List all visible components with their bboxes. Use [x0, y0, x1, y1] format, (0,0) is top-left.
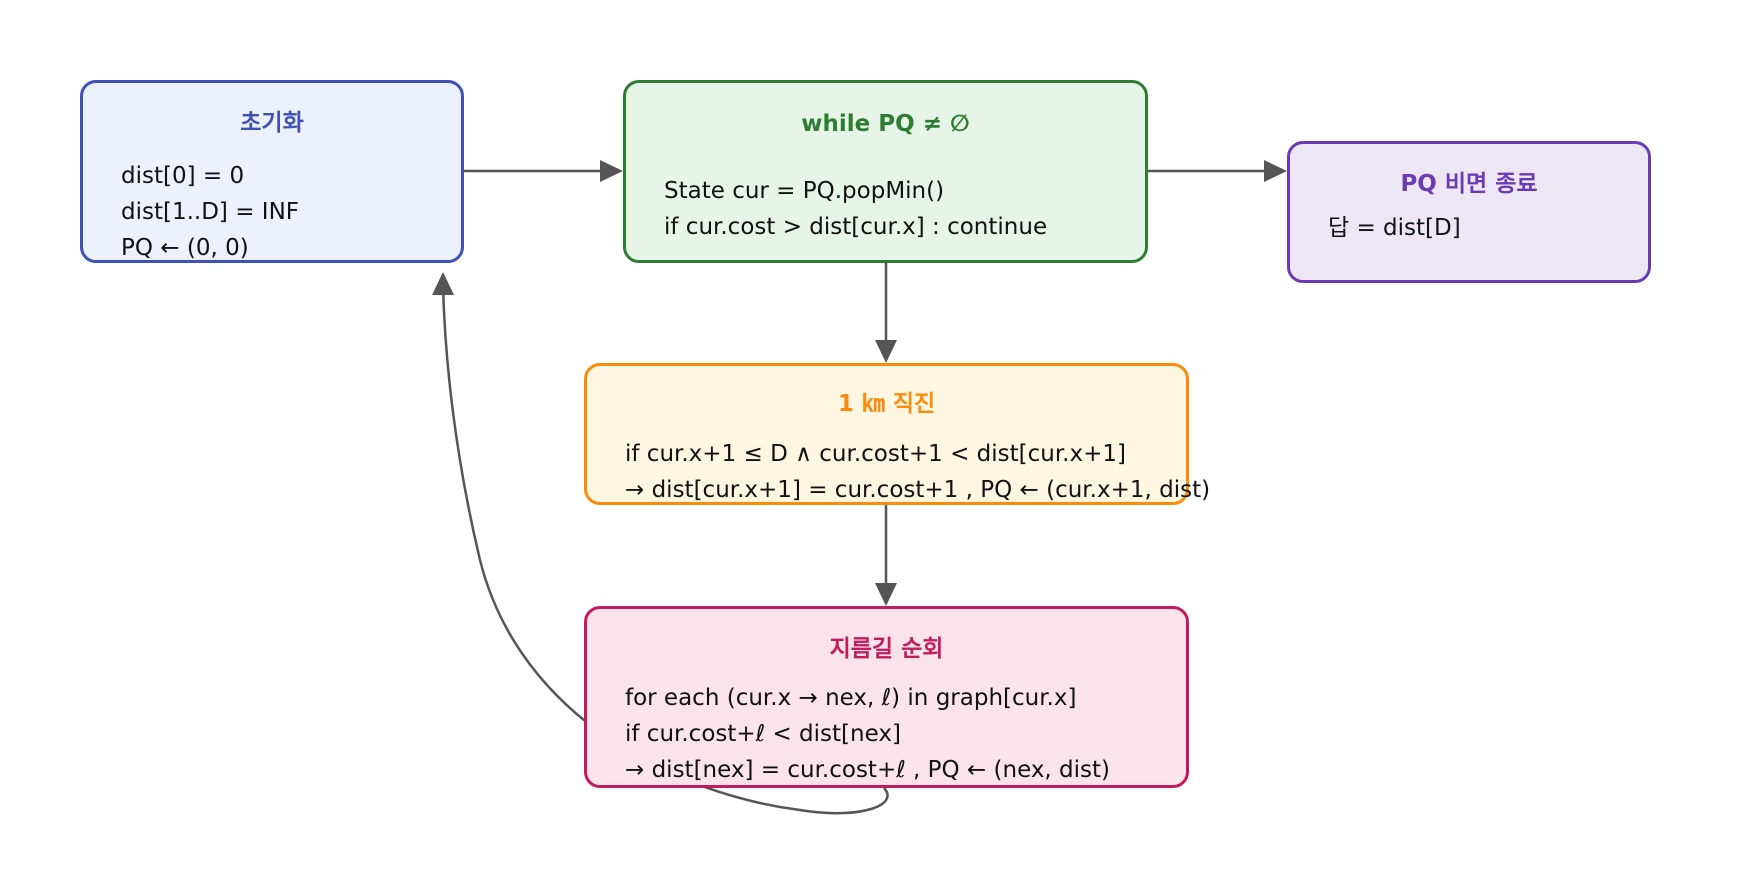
arrowhead-back-to-init: [432, 272, 454, 295]
shortcut-loop-node-line: for each (cur.x → nex, ℓ) in graph[cur.x…: [625, 685, 1077, 711]
end-node: PQ 비면 종료 답 = dist[D]: [1287, 141, 1651, 283]
init-node-line: PQ ← (0, 0): [121, 235, 249, 261]
arrowhead-straight-to-shortcut: [875, 583, 897, 606]
shortcut-loop-node: 지름길 순회 for each (cur.x → nex, ℓ) in grap…: [584, 606, 1189, 788]
init-node-line: dist[0] = 0: [121, 163, 245, 189]
init-node-title: 초기화: [240, 110, 304, 136]
straight-move-node-line: if cur.x+1 ≤ D ∧ cur.cost+1 < dist[cur.x…: [625, 441, 1126, 467]
init-node-line: dist[1..D] = INF: [121, 199, 300, 225]
init-node: 초기화 dist[0] = 0 dist[1..D] = INF PQ ← (0…: [80, 80, 464, 263]
shortcut-loop-node-line: → dist[nex] = cur.cost+ℓ , PQ ← (nex, di…: [625, 757, 1111, 783]
end-node-line: 답 = dist[D]: [1328, 215, 1461, 241]
arrowhead-loop-to-straight: [875, 340, 897, 363]
end-node-title: PQ 비면 종료: [1400, 171, 1538, 197]
while-loop-node: while PQ ≠ ∅ State cur = PQ.popMin() if …: [623, 80, 1148, 263]
while-loop-node-line: if cur.cost > dist[cur.x] : continue: [664, 214, 1048, 240]
arrowhead-loop-to-end: [1264, 160, 1287, 182]
shortcut-loop-node-title: 지름길 순회: [829, 636, 944, 662]
while-loop-node-title: while PQ ≠ ∅: [801, 111, 970, 137]
straight-move-node: 1 ㎞ 직진 if cur.x+1 ≤ D ∧ cur.cost+1 < dis…: [584, 363, 1210, 505]
while-loop-node-line: State cur = PQ.popMin(): [664, 178, 945, 204]
straight-move-node-line: → dist[cur.x+1] = cur.cost+1 , PQ ← (cur…: [625, 477, 1211, 503]
straight-move-node-title: 1 ㎞ 직진: [837, 391, 936, 417]
arrowhead-init-to-loop: [600, 160, 623, 182]
shortcut-loop-node-line: if cur.cost+ℓ < dist[nex]: [625, 721, 901, 747]
edge-shortcut-back-to-init: [441, 285, 889, 815]
